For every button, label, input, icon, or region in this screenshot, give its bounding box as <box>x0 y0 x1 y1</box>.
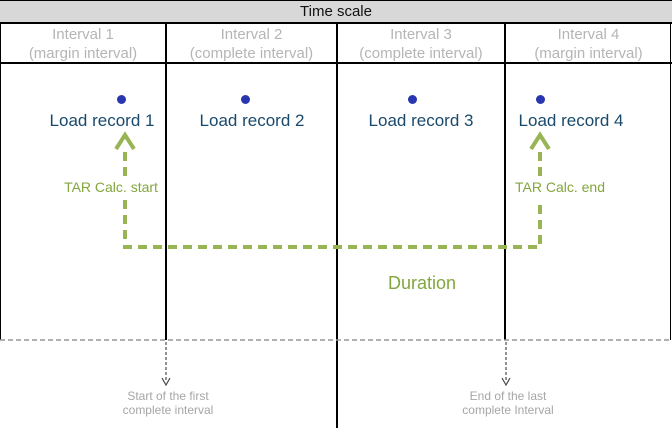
grid-vline-3 <box>504 23 506 340</box>
diagram-title: Time scale <box>300 3 372 20</box>
start-caption-line2: complete interval <box>122 403 214 417</box>
duration-connector-path <box>123 200 542 249</box>
grid-vline-right <box>670 23 671 340</box>
interval-type: (margin interval) <box>534 45 643 62</box>
interval-header-4: Interval 4 (margin interval) <box>505 25 672 63</box>
interval-name: Interval 4 <box>557 26 620 43</box>
grid-vline-left <box>0 23 1 340</box>
interval-header-2: Interval 2 (complete interval) <box>166 25 337 63</box>
tar-calc-end-label: TAR Calc. end <box>515 179 605 195</box>
load-record-label-4: Load record 4 <box>518 111 624 130</box>
end-caption-line2: complete Interval <box>462 403 554 417</box>
interval-type: (complete interval) <box>359 45 483 62</box>
start-caption: Start of the first complete interval <box>88 389 248 417</box>
interval-name: Interval 1 <box>52 26 114 43</box>
title-bar: Time scale <box>0 0 672 24</box>
load-record-label-2: Load record 2 <box>199 111 305 130</box>
interval-type: (margin interval) <box>28 45 138 62</box>
load-record-label-3: Load record 3 <box>368 111 474 130</box>
interval-header-1: Interval 1 (margin interval) <box>0 25 166 63</box>
interval-name: Interval 2 <box>220 26 283 43</box>
end-caption: End of the last complete Interval <box>428 389 588 417</box>
tar-start-arrow <box>114 131 136 176</box>
duration-label: Duration <box>387 273 457 293</box>
load-record-dot-4 <box>536 95 545 104</box>
load-record-label-1: Load record 1 <box>49 111 155 130</box>
load-record-dot-1 <box>117 95 126 104</box>
center-divider-extension <box>336 340 338 428</box>
end-caption-line1: End of the last <box>469 389 547 403</box>
grid-vline-2 <box>336 23 338 340</box>
load-record-dot-2 <box>241 95 250 104</box>
interval-header-3: Interval 3 (complete interval) <box>337 25 505 63</box>
down-arrow-start <box>161 342 171 387</box>
tar-end-arrow <box>529 131 551 176</box>
grid-vline-1 <box>165 23 167 340</box>
header-bottom-line <box>0 62 672 64</box>
down-arrow-end <box>501 342 511 387</box>
load-record-dot-3 <box>408 95 417 104</box>
interval-name: Interval 3 <box>390 26 452 43</box>
tar-calc-start-label: TAR Calc. start <box>64 179 158 195</box>
start-caption-line1: Start of the first <box>127 389 209 403</box>
interval-type: (complete interval) <box>189 45 314 62</box>
